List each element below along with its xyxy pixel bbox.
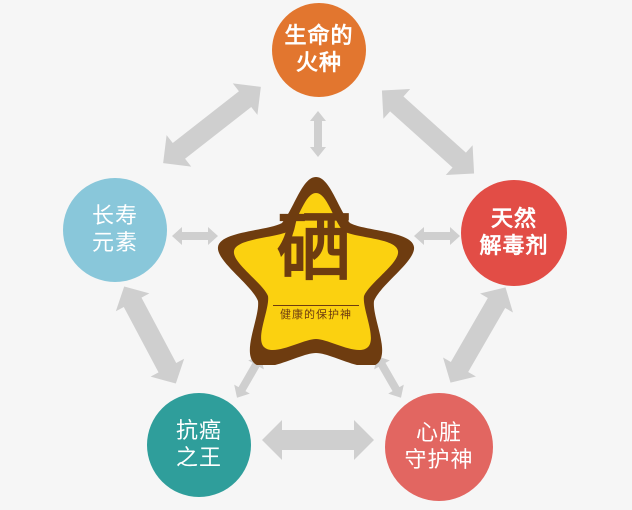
- node-label-line1: 天然: [490, 207, 537, 232]
- double-arrow-icon-left-top: [163, 83, 261, 167]
- node-label-line2: 火种: [295, 51, 342, 76]
- center-title: 硒: [277, 205, 351, 291]
- node-label-line1: 心脏: [415, 421, 462, 446]
- double-arrow-icon-center-bottom-left: [234, 356, 264, 398]
- star-icon: [217, 177, 415, 365]
- center-subtitle: 健康的保护神: [280, 308, 352, 321]
- node-label-line1: 生命的: [284, 24, 354, 49]
- double-arrow-icon-right-bottom-right: [443, 287, 513, 383]
- double-arrow-icon-bottom: [262, 420, 374, 460]
- node-label-line2: 之王: [175, 446, 222, 471]
- node-label-line1: 长寿: [91, 204, 138, 229]
- node-natural-detox: 天然 解毒剂: [461, 180, 567, 286]
- double-arrow-icon-center-top: [310, 111, 326, 157]
- node-label-line2: 解毒剂: [479, 234, 549, 259]
- node-label-line2: 元素: [91, 231, 138, 256]
- double-arrow-icon-top-right: [381, 89, 475, 175]
- node-life-fire: 生命的 火种: [272, 3, 366, 97]
- node-heart-guardian: 心脏 守护神: [385, 393, 493, 501]
- double-arrow-icon-center-bottom-right: [374, 356, 404, 398]
- node-anticancer-king: 抗癌 之王: [147, 393, 251, 497]
- node-longevity-element: 长寿 元素: [63, 178, 167, 282]
- double-arrow-icon-bottom-left-left: [115, 286, 185, 384]
- center-divider: [273, 305, 359, 306]
- double-arrow-icon-center-left: [172, 227, 218, 245]
- double-arrow-icon-center-right: [414, 227, 460, 245]
- node-label-line2: 守护神: [404, 448, 474, 473]
- node-label-line1: 抗癌: [175, 419, 222, 444]
